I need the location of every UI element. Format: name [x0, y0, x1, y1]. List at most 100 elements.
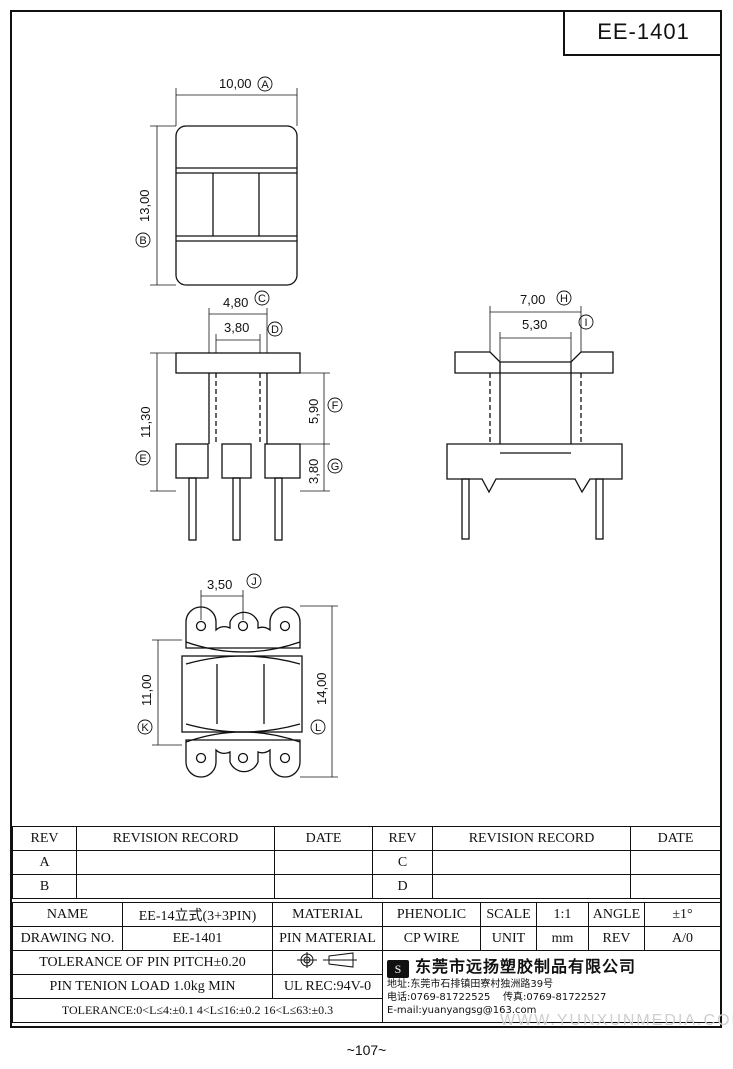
front-pin [188, 477, 197, 541]
company-phone: 电话:0769-81722525 [387, 991, 491, 1003]
dim-a-marker [257, 76, 273, 92]
revision-record-header: REVISION RECORD [432, 826, 631, 851]
dim-b-marker [135, 232, 151, 248]
dim-j-value: 3,50 [207, 577, 232, 592]
pin-hole [237, 620, 249, 632]
dim-k-value: 11,00 [139, 674, 154, 706]
dim-c-marker [254, 290, 270, 306]
watermark: WWW.YUNXUNMEDIA.COM [500, 1012, 733, 1029]
revision-header-row: REV REVISION RECORD DATE REV REVISION RE… [12, 826, 721, 851]
record-cell [76, 850, 275, 875]
dim-k-marker [137, 719, 153, 735]
company-fax: 传真:0769-81722527 [503, 991, 607, 1003]
company-block: S 东莞市远扬塑胶制品有限公司 地址:东莞市石排镇田寮村独洲路39号 电话:076… [382, 950, 721, 1023]
name-value: EE-14立式(3+3PIN) [122, 902, 273, 927]
date-cell [630, 850, 721, 875]
technical-drawing: 10,00 A 13,00 B 4,80 C 3,80 D 11,30 E 5,… [135, 76, 623, 778]
dim-f-marker [327, 397, 343, 413]
dim-b-value: 13,00 [137, 189, 152, 222]
angle-value: ±1° [644, 902, 721, 927]
front-view [150, 308, 330, 541]
side-view [446, 306, 623, 540]
company-header: S 东莞市远扬塑胶制品有限公司 [387, 953, 716, 978]
date-cell [274, 874, 373, 899]
top-view-outline [175, 125, 298, 286]
dim-b-label: B [139, 235, 146, 247]
drawing-no-label: DRAWING NO. [12, 926, 123, 951]
dim-h-label: H [560, 293, 568, 305]
dim-i-marker [578, 314, 594, 330]
dim-e-label: E [139, 453, 146, 465]
dim-a-label: A [261, 79, 269, 91]
spec-row-drawing: DRAWING NO. EE-1401 PIN MATERIAL CP WIRE… [12, 926, 721, 951]
front-flange-top [175, 352, 301, 374]
dim-g-marker [327, 458, 343, 474]
projection-symbol [272, 950, 383, 975]
company-email: E-mail:yuanyangsg@163.com [387, 1004, 537, 1016]
company-address: 地址:东莞市石排镇田寮村独洲路39号 [387, 978, 554, 990]
scale-label: SCALE [480, 902, 537, 927]
company-logo-icon: S [387, 959, 409, 978]
spec-row-tolerance: TOLERANCE OF PIN PITCH±0.20 S 东莞市远扬塑胶制品有限… [12, 950, 721, 1023]
date-cell [630, 874, 721, 899]
bottom-bottom-lobes [185, 739, 301, 778]
front-pin-block [221, 443, 252, 479]
pin-tension: PIN TENION LOAD 1.0kg MIN [12, 974, 273, 999]
rev-cell: C [372, 850, 433, 875]
bottom-view [152, 590, 338, 778]
drawing-frame [10, 10, 722, 1028]
bottom-curve [185, 731, 301, 743]
dim-g-label: G [331, 461, 340, 473]
front-pin [274, 477, 283, 541]
dim-l-label: L [315, 722, 321, 734]
dim-d-value: 3,80 [224, 320, 249, 335]
dim-k-label: K [141, 722, 149, 734]
rev-label: REV [588, 926, 645, 951]
spec-row-name: NAME EE-14立式(3+3PIN) MATERIAL PHENOLIC S… [12, 902, 721, 927]
unit-value: mm [536, 926, 589, 951]
bottom-curve [185, 723, 301, 733]
table-row: A C [12, 850, 721, 875]
date-header: DATE [630, 826, 721, 851]
pin-material-value: CP WIRE [382, 926, 481, 951]
pin-material-label: PIN MATERIAL [272, 926, 383, 951]
dim-l-marker [310, 719, 326, 735]
dim-f-value: 5,90 [306, 399, 321, 424]
drawing-code: EE-1401 [563, 10, 722, 56]
dim-l-value: 14,00 [314, 672, 329, 705]
drawing-no-value: EE-1401 [122, 926, 273, 951]
tolerance-pitch: TOLERANCE OF PIN PITCH±0.20 [12, 950, 273, 975]
front-pin-block [264, 443, 301, 479]
dim-i-value: 5,30 [522, 317, 547, 332]
date-cell [274, 850, 373, 875]
pin-hole [279, 752, 291, 764]
dim-e-marker [135, 450, 151, 466]
date-header: DATE [274, 826, 373, 851]
scale-value: 1:1 [536, 902, 589, 927]
spec-table: NAME EE-14立式(3+3PIN) MATERIAL PHENOLIC S… [12, 902, 721, 1023]
name-label: NAME [12, 902, 123, 927]
rev-header: REV [372, 826, 433, 851]
material-label: MATERIAL [272, 902, 383, 927]
dim-j-label: J [251, 576, 257, 588]
bottom-curve [185, 655, 301, 665]
pin-hole [279, 620, 291, 632]
rev-cell: D [372, 874, 433, 899]
table-row: B D [12, 874, 721, 899]
rev-cell: A [12, 850, 77, 875]
side-base [446, 443, 623, 494]
projection-symbol-icon [296, 952, 357, 968]
side-flange-top [454, 351, 614, 374]
ul-rec: UL REC:94V-0 [272, 974, 383, 999]
dim-d-label: D [271, 324, 279, 336]
rev-value: A/0 [644, 926, 721, 951]
dim-f-label: F [332, 400, 339, 412]
dim-j-marker [246, 573, 262, 589]
rev-header: REV [12, 826, 77, 851]
dim-h-value: 7,00 [520, 292, 545, 307]
company-name: 东莞市远扬塑胶制品有限公司 [415, 957, 637, 976]
dim-g-value: 3,80 [306, 459, 321, 484]
tolerance-line: TOLERANCE:0<L≤4:±0.1 4<L≤16:±0.2 16<L≤63… [12, 998, 383, 1023]
bottom-top-lobes [185, 606, 301, 649]
front-pin-block [175, 443, 209, 479]
